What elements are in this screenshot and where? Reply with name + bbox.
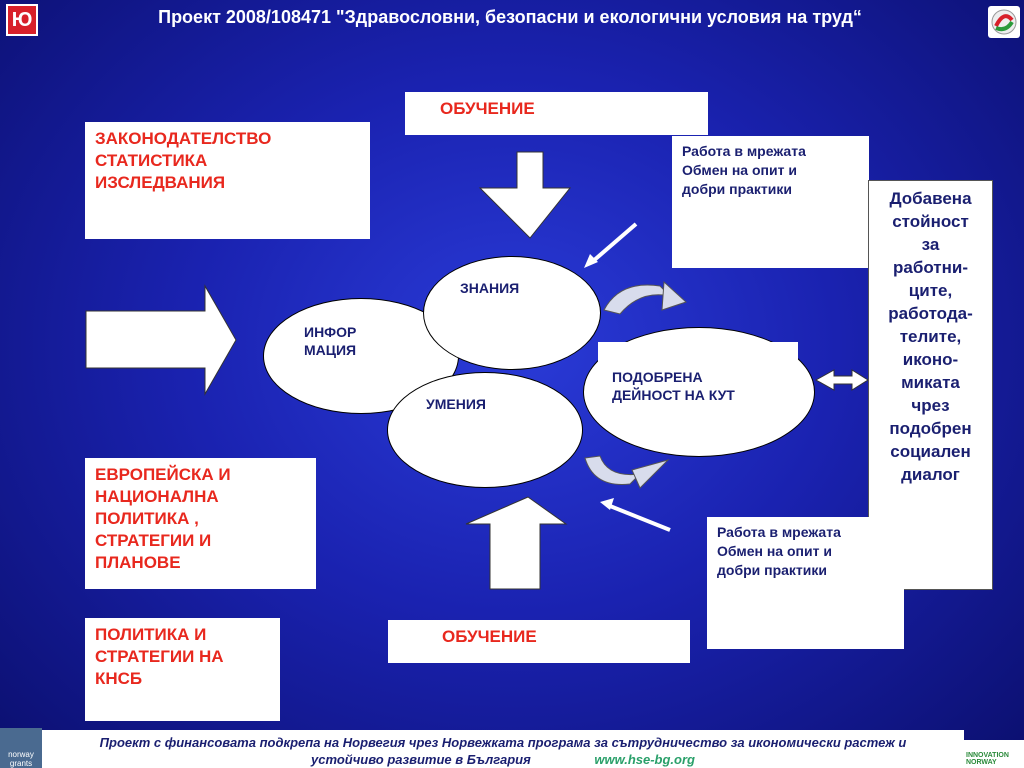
european-policy-box: ЕВРОПЕЙСКА И НАЦИОНАЛНА ПОЛИТИКА , СТРАТ… — [85, 458, 316, 589]
knsb-policy-line: КНСБ — [95, 669, 143, 688]
bottom-training-box: ОБУЧЕНИЕ — [388, 620, 690, 663]
norway-grants-label: norway grants — [8, 750, 34, 768]
union-logo: Ю — [6, 4, 38, 36]
down-arrow-icon — [478, 151, 572, 239]
innovation-norway-label: INNOVATION NORWAY — [966, 752, 1009, 766]
norway-grants-logo: norway grants — [0, 728, 42, 768]
innovation-norway-logo: INNOVATION NORWAY — [964, 740, 1024, 768]
knowledge-label: ЗНАНИЯ — [460, 280, 520, 296]
improved-label: ДЕЙНОСТ НА КУТ — [612, 387, 735, 403]
research-line: ИЗСЛЕДВАНИЯ — [95, 173, 226, 192]
top-training-label: ОБУЧЕНИЕ — [440, 99, 535, 118]
footer-line2: устойчиво развитие в България — [310, 752, 531, 767]
skills-label: УМЕНИЯ — [426, 396, 486, 412]
statistics-line: СТАТИСТИКА — [95, 151, 208, 170]
right-arrow-icon — [85, 284, 237, 396]
added-value-line: чрез — [911, 396, 950, 415]
up-arrow-icon — [465, 496, 568, 590]
added-value-line: телите, — [899, 327, 962, 346]
knsb-policy-box: ПОЛИТИКА И СТРАТЕГИИ НА КНСБ — [85, 618, 280, 721]
european-policy-line: НАЦИОНАЛНА — [95, 487, 219, 506]
network-box-top: Работа в мрежата Обмен на опит и добри п… — [672, 136, 869, 268]
network-line: Работа в мрежата — [717, 524, 841, 540]
footer-line1: Проект с финансовата подкрепа на Норвеги… — [99, 735, 907, 750]
added-value-line: работода- — [888, 304, 973, 323]
improved-label: ПОДОБРЕНА — [612, 369, 703, 385]
added-value-line: работни- — [892, 258, 968, 277]
network-box-bottom: Работа в мрежата Обмен на опит и добри п… — [707, 517, 904, 649]
legislation-box: ЗАКОНОДАТЕЛСТВО СТАТИСТИКА ИЗСЛЕДВАНИЯ — [85, 122, 370, 239]
double-arrow-icon — [814, 369, 869, 391]
exchange-line: Обмен на опит и — [717, 543, 832, 559]
project-logo-icon — [988, 6, 1020, 38]
improved-activity-ellipse: ПОДОБРЕНА ДЕЙНОСТ НА КУТ — [583, 327, 815, 457]
european-policy-line: ПОЛИТИКА , — [95, 509, 199, 528]
legislation-line: ЗАКОНОДАТЕЛСТВО — [95, 129, 272, 148]
added-value-line: Добавена — [889, 189, 972, 208]
added-value-line: диалог — [901, 465, 960, 484]
european-policy-line: ЕВРОПЕЙСКА И — [95, 465, 231, 484]
european-policy-line: ПЛАНОВЕ — [95, 553, 181, 572]
knsb-policy-line: СТРАТЕГИИ НА — [95, 647, 224, 666]
top-training-box: ОБУЧЕНИЕ — [405, 92, 708, 135]
footer: Проект с финансовата подкрепа на Норвеги… — [42, 730, 964, 768]
added-value-line: иконо- — [902, 350, 959, 369]
practices-line: добри практики — [717, 562, 828, 578]
knowledge-ellipse: ЗНАНИЯ — [423, 256, 601, 370]
added-value-line: подобрен — [889, 419, 972, 438]
bottom-training-label: ОБУЧЕНИЕ — [442, 627, 537, 646]
added-value-line: за — [921, 235, 940, 254]
network-line: Работа в мрежата — [682, 143, 806, 159]
page-title: Проект 2008/108471 "Здравословни, безопа… — [158, 7, 862, 27]
added-value-line: ците, — [908, 281, 953, 300]
diagonal-arrow-top-icon — [590, 222, 638, 264]
curved-arrow-top-icon — [603, 284, 672, 315]
footer-url[interactable]: www.hse-bg.org — [594, 752, 695, 767]
added-value-line: миката — [901, 373, 960, 392]
knsb-policy-line: ПОЛИТИКА И — [95, 625, 207, 644]
added-value-box: Добавена стойност за работни- ците, рабо… — [868, 180, 993, 590]
information-label: МАЦИЯ — [304, 342, 357, 358]
european-policy-line: СТРАТЕГИИ И — [95, 531, 212, 550]
practices-line: добри практики — [682, 181, 793, 197]
added-value-line: стойност — [892, 212, 969, 231]
diagonal-arrow-bottom-icon — [609, 504, 671, 532]
skills-ellipse: УМЕНИЯ — [387, 372, 583, 488]
added-value-line: социален — [890, 442, 971, 461]
exchange-line: Обмен на опит и — [682, 162, 797, 178]
information-label: ИНФОР — [304, 324, 357, 340]
